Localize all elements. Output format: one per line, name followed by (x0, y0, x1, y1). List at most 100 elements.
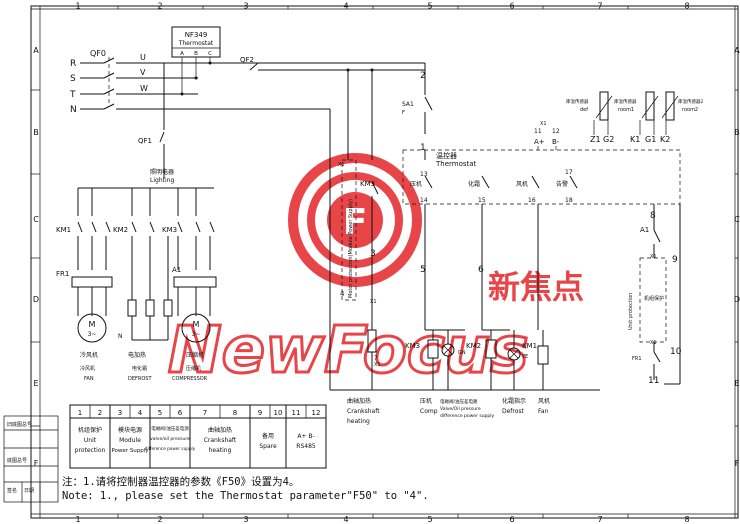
defrost-label-en: DEFROST (128, 376, 152, 382)
nf349-terminal-b: B (194, 51, 198, 57)
legend-num-7: 7 (203, 409, 207, 417)
nf349-subtitle: Thermostat (178, 40, 214, 47)
qf0-label: QF0 (90, 49, 106, 58)
legend-num-2: 2 (98, 409, 102, 417)
col-label-8: 8 (684, 2, 689, 11)
legend-num-11: 11 (292, 409, 301, 417)
fan-label-cn: 冷风机 (80, 351, 98, 359)
fr1-label: FR1 (56, 270, 69, 278)
unit-protection-en: Unit protection (628, 293, 634, 330)
crank-label-en: Crankshaft (347, 408, 380, 415)
wire-num-9: 9 (672, 255, 678, 265)
km1-label: KM1 (56, 226, 71, 234)
thermostat-controller: 温控器 Thermostat 13 14 压机 化霜 15 风机 16 告警 1… (402, 149, 681, 330)
side-block-number: 底图总号 (7, 457, 27, 464)
legend-cell-3-en2: difference power supply (145, 446, 196, 451)
a1-label: A1 (172, 266, 181, 274)
out-18: 18 (565, 197, 573, 204)
power-input: R S T N QF0 U V W QF2 (69, 49, 425, 115)
valve-label-en: Valve/Oil pressure (440, 406, 481, 412)
sa1-sub: F (402, 110, 405, 116)
load-labels: 冷风机 冷风机 FAN 电加热 电化霜 DEFROST 压缩机 压缩机 COMP… (80, 351, 208, 382)
out-17: 17 (565, 169, 573, 176)
legend-cell-1-cn: 机组保护 (78, 426, 102, 434)
bus-v: V (140, 68, 146, 77)
fan-ctl-cn: 风机 (538, 397, 550, 405)
col-label-5: 5 (427, 2, 432, 11)
legend-num-5: 5 (158, 409, 162, 417)
wire-num-6: 6 (478, 265, 484, 275)
column-ticks (117, 6, 629, 518)
km2-label: KM2 (113, 226, 128, 234)
defrost-ind-en: Defrost (502, 408, 525, 415)
lamp-ye: YE (521, 354, 528, 360)
defrost-heaters: N (118, 236, 173, 341)
legend-cell-3-en: valve/oil pressure (150, 436, 190, 442)
coil-km3-label: KM3 (405, 342, 420, 350)
out-14: 14 (420, 197, 428, 204)
row-label-D: D (33, 295, 39, 304)
wire-num-11: 11 (648, 376, 659, 386)
sensor-k1: K1 (630, 135, 640, 144)
row-label-F: F (34, 459, 39, 468)
legend-num-10: 10 (274, 409, 283, 417)
bus-w: W (140, 84, 148, 93)
legend-cell-1-en: Unit (84, 437, 97, 444)
legend-num-9: 9 (258, 409, 262, 417)
col-label-8-bottom: 8 (684, 515, 689, 524)
wire-num-7: 7 (374, 355, 378, 362)
out-16: 16 (528, 197, 536, 204)
wire-num-2: 2 (420, 71, 426, 81)
row-label-D-right: D (734, 295, 740, 304)
col-label-1-bottom: 1 (75, 515, 80, 524)
legend-cell-1-en2: protection (75, 447, 106, 454)
col-label-2: 2 (157, 2, 162, 11)
out-15: 15 (478, 197, 486, 204)
wire-num-8: 8 (650, 211, 656, 221)
crank-label-cn: 曲轴加热 (347, 397, 371, 405)
rs485-b: B- (552, 138, 560, 146)
row-label-C-right: C (734, 215, 740, 224)
control-circuit: 2 SA1 F 1 X1 11 12 A+ B- (258, 63, 600, 391)
compressor-motor-symbol: M (193, 320, 200, 329)
x1-tag-d: X1 (650, 254, 657, 260)
legend-num-4: 4 (138, 409, 143, 417)
rs485-a: A+ (534, 138, 545, 146)
phase-s: S (70, 74, 76, 84)
sensor-g1: G1 (645, 135, 656, 144)
legend-cell-5-en: Spare (259, 443, 277, 450)
col-label-7: 7 (597, 2, 602, 11)
x1-tag-a: X1 (338, 162, 345, 168)
sensor-room1-en: room1 (618, 107, 634, 113)
legend-cell-4-cn: 曲轴加热 (208, 426, 232, 434)
x1-tag-e: X1 (650, 340, 657, 346)
col-label-4-bottom: 4 (343, 515, 348, 524)
legend-table: 1 2 3 4 5 6 7 8 9 10 11 12 机组保护 Unit pro… (69, 404, 327, 469)
wire-num-4: 4 (340, 290, 345, 298)
col-label-1: 1 (75, 2, 80, 11)
phase-t: T (69, 90, 76, 100)
nf349-thermostat-box: NF349 Thermostat A B C (171, 26, 221, 96)
valve-label-en2: difference power supply (440, 413, 495, 419)
legend-cell-4-en2: heating (209, 447, 232, 454)
unit-protection-cn: 机组保护 (644, 295, 664, 302)
row-label-B: B (33, 128, 39, 137)
coil-km2-label: KM2 (466, 342, 481, 350)
newfocus-logo-emblem: F (288, 153, 422, 287)
col-label-3: 3 (243, 2, 248, 11)
phase-r: R (70, 59, 76, 69)
sensor-g2: G2 (603, 135, 614, 144)
side-title-block: 旧底图总号 底图总号 签名 日期 (3, 415, 59, 503)
col-label-2-bottom: 2 (157, 515, 162, 524)
side-block-old-number: 旧底图总号 (7, 421, 32, 428)
drawing-frame: 1 2 3 4 5 6 7 8 1 2 3 4 5 6 7 8 A B C D … (3, 2, 740, 524)
legend-num-1: 1 (78, 409, 82, 417)
sa1-label: SA1 (402, 101, 414, 108)
sensor-def-cn: 库温传感器 (566, 98, 589, 105)
legend-num-6: 6 (178, 409, 183, 417)
crankshaft-heater: 7 X1 (367, 305, 381, 390)
row-label-A: A (33, 46, 39, 55)
comp-label-cn: 压机 (420, 397, 432, 405)
legend-cell-3-cn: 电磁阀/油压差电源 (151, 425, 189, 432)
col-label-3-bottom: 3 (243, 515, 248, 524)
